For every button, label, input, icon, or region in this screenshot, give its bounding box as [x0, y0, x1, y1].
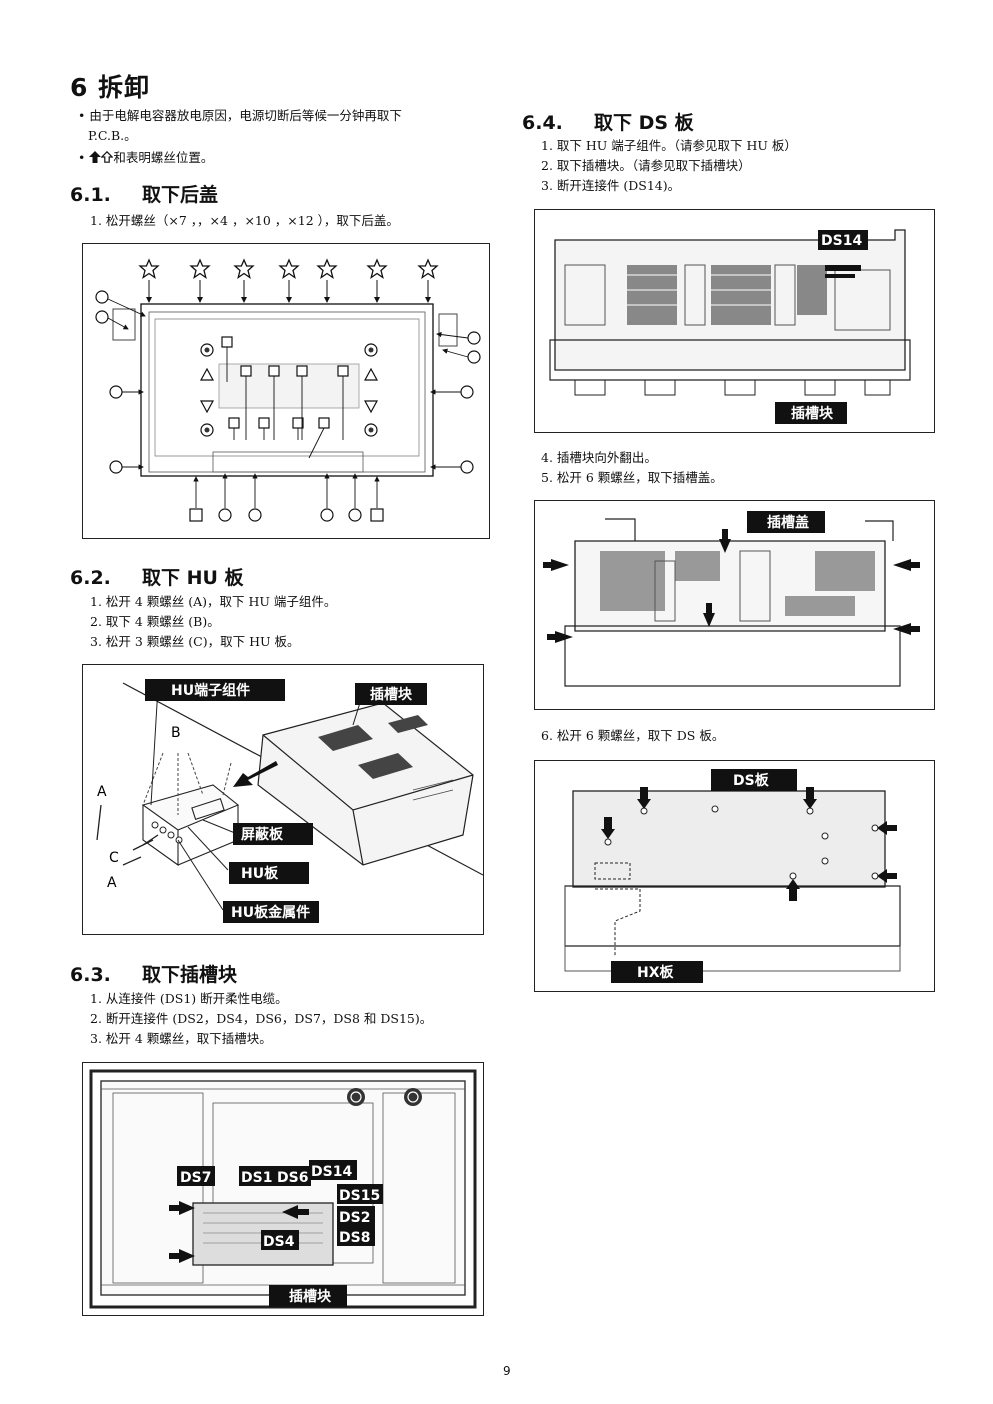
hu-board-figure: A B C A HU端子组件 插槽块 屏蔽板 HU板 HU板金属件	[82, 664, 484, 935]
slot-cover-figure: 插槽盖	[534, 500, 935, 710]
s61-step-1: 1. 松开螺丝（×7 ，，×4 ，×10 ，×12 ），取下后盖。	[90, 213, 399, 228]
rear-cover-figure	[82, 243, 490, 539]
tag-slot-block: 插槽块	[289, 1288, 332, 1305]
s62-number: 6.2.	[70, 567, 111, 589]
s63-step-2: 2. 断开连接件 (DS2，DS4，DS6，DS7，DS8 和 DS15)。	[90, 1011, 433, 1026]
tag-ds15: DS15	[339, 1188, 380, 1204]
s64-step-6: 6. 松开 6 颗螺丝，取下 DS 板。	[541, 728, 725, 743]
s61-number: 6.1.	[70, 184, 111, 206]
s63-heading: 6.3. 取下插槽块	[70, 960, 237, 987]
s64-heading: 6.4. 取下 DS 板	[522, 108, 694, 135]
tag-hu-terminal: HU端子组件	[171, 682, 250, 699]
tag-hu-board: HU板	[241, 865, 279, 882]
ds14-figure: DS14 插槽块	[534, 209, 935, 433]
outline-arrow-icon	[100, 150, 115, 163]
bullet-line-2: P.C.B.。	[88, 128, 137, 143]
tag-slot-block: 插槽块	[370, 686, 413, 703]
bullet-dot: •	[78, 150, 86, 165]
s62-step-1: 1. 松开 4 颗螺丝 (A)，取下 HU 端子组件。	[90, 594, 337, 609]
bullet-line-3: • 和表明螺丝位置。	[78, 150, 214, 165]
s64-step-4: 4. 插槽块向外翻出。	[541, 450, 657, 465]
s62-title: 取下 HU 板	[142, 567, 244, 589]
section-title: 6 拆卸	[70, 73, 151, 102]
tag-ds4: DS4	[263, 1234, 295, 1250]
s62-heading: 6.2. 取下 HU 板	[70, 563, 244, 590]
tag-slot-cover: 插槽盖	[767, 514, 809, 531]
ds-board-figure: DS板 HX板	[534, 760, 935, 992]
s64-step-1: 1. 取下 HU 端子组件。（请参见取下 HU 板）	[541, 138, 797, 153]
s63-number: 6.3.	[70, 964, 111, 986]
s64-title: 取下 DS 板	[594, 112, 694, 134]
s64-step-2: 2. 取下插槽块。（请参见取下插槽块）	[541, 158, 751, 173]
s63-step-3: 3. 松开 4 颗螺丝，取下插槽块。	[90, 1031, 272, 1046]
slot-block-figure: DS7 DS1 DS6 DS14 DS15 DS2 DS8 DS4 插槽块	[82, 1062, 484, 1316]
up-arrow-icon	[89, 151, 102, 163]
label-a-top: A	[97, 784, 107, 800]
s63-title: 取下插槽块	[142, 964, 238, 986]
s61-heading: 6.1. 取下后盖	[70, 180, 218, 207]
tag-ds-board: DS板	[733, 772, 770, 789]
s64-step-3: 3. 断开连接件 (DS14)。	[541, 178, 681, 193]
tag-ds14: DS14	[821, 233, 862, 249]
label-a-bottom: A	[107, 875, 117, 891]
page-number: 9	[503, 1364, 511, 1378]
label-c: C	[109, 850, 119, 866]
s61-title: 取下后盖	[142, 184, 219, 206]
s64-step-5: 5. 松开 6 颗螺丝，取下插槽盖。	[541, 470, 723, 485]
s62-step-2: 2. 取下 4 颗螺丝 (B)。	[90, 614, 220, 629]
tag-ds14: DS14	[311, 1164, 352, 1180]
tag-shield: 屏蔽板	[241, 826, 284, 843]
s64-number: 6.4.	[522, 112, 563, 134]
tag-ds7: DS7	[180, 1170, 211, 1186]
tag-slot-block: 插槽块	[791, 405, 834, 422]
label-b: B	[171, 725, 181, 741]
s62-step-3: 3. 松开 3 颗螺丝 (C)，取下 HU 板。	[90, 634, 300, 649]
tag-ds2: DS2	[339, 1210, 370, 1226]
tag-ds8: DS8	[339, 1230, 370, 1246]
s63-step-1: 1. 从连接件 (DS1) 断开柔性电缆。	[90, 991, 288, 1006]
tag-ds1: DS1	[241, 1170, 272, 1186]
bullet-line-1: • 由于电解电容器放电原因，电源切断后等候一分钟再取下	[78, 108, 402, 123]
tag-hu-metal: HU板金属件	[231, 904, 310, 921]
tag-ds6: DS6	[277, 1170, 308, 1186]
tag-hx-board: HX板	[637, 964, 675, 981]
